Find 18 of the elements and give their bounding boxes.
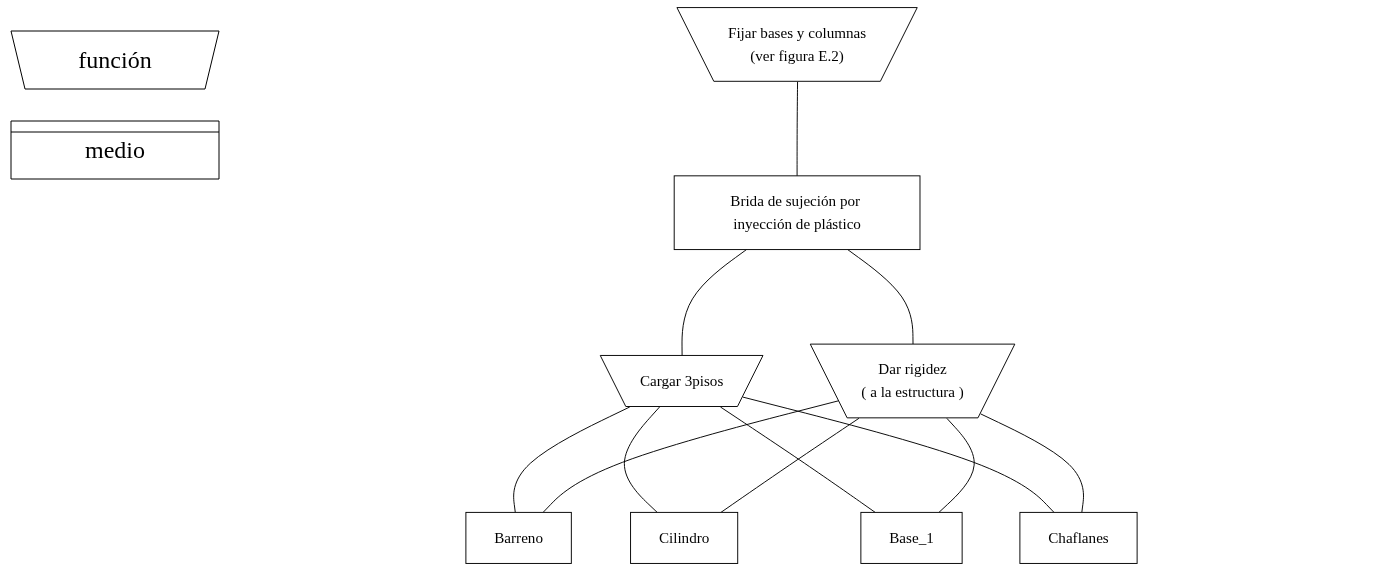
connector — [681, 249, 747, 357]
connector — [847, 249, 914, 346]
connector — [796, 81, 799, 177]
node-box: Base_1 — [860, 511, 963, 564]
node-box: Brida de sujeción por inyección de plástico — [673, 175, 921, 251]
connector — [719, 406, 876, 513]
connector — [980, 413, 1084, 513]
legend-label: medio — [85, 136, 145, 164]
connector — [542, 400, 840, 513]
node-box: Cilindro — [630, 511, 739, 564]
node-box: Barreno — [465, 511, 572, 564]
connector — [623, 406, 661, 513]
connector — [742, 396, 1055, 513]
connector — [720, 417, 860, 513]
connector — [938, 417, 975, 513]
connector — [513, 406, 631, 513]
node-box: Chaflanes — [1019, 511, 1138, 564]
legend-label: función — [78, 46, 152, 74]
